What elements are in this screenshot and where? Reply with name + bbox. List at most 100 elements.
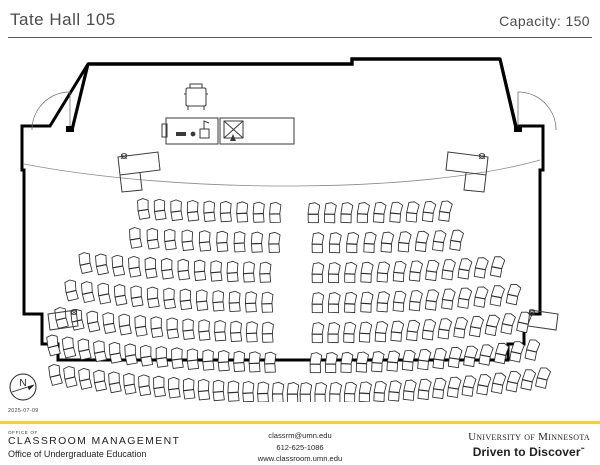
seat: [226, 260, 239, 283]
seat: [390, 320, 405, 342]
seat: [144, 257, 158, 279]
seat: [401, 349, 416, 371]
contact-website[interactable]: www.classroom.umn.edu: [257, 454, 343, 464]
seat: [150, 316, 164, 338]
seat: [299, 382, 313, 402]
seat: [324, 202, 337, 224]
seat: [376, 261, 391, 283]
seat: [78, 368, 93, 390]
contact-email[interactable]: classrm@umn.edu: [268, 431, 332, 440]
seat: [344, 291, 358, 313]
seat: [314, 382, 328, 402]
seat: [509, 341, 525, 363]
seat: [77, 338, 92, 361]
seat: [146, 286, 160, 309]
seat: [95, 253, 109, 276]
seat: [376, 291, 390, 313]
seat: [421, 201, 437, 223]
seat: [346, 232, 360, 254]
seat: [473, 286, 489, 308]
seat: [271, 381, 285, 402]
accessible-rear-left: [47, 308, 79, 331]
seat: [311, 292, 325, 314]
seat: [505, 283, 522, 306]
seat: [54, 307, 69, 329]
seat: [453, 317, 468, 339]
seat: [186, 348, 200, 370]
seat: [484, 314, 500, 336]
seat: [355, 351, 369, 373]
seat: [344, 262, 358, 284]
seat: [198, 319, 211, 341]
seat: [343, 321, 357, 343]
seat: [358, 321, 373, 343]
seat: [257, 381, 270, 402]
seat: [447, 346, 463, 369]
seat: [489, 256, 506, 278]
seat: [212, 290, 225, 312]
seat: [520, 369, 537, 391]
instructor-station: [161, 117, 219, 145]
seat: [245, 321, 258, 343]
seat: [210, 260, 223, 282]
seat: [309, 352, 323, 374]
seat: [311, 322, 325, 344]
seating-chart: [46, 198, 551, 402]
seat: [371, 351, 385, 373]
seat: [311, 232, 325, 254]
seat: [230, 320, 242, 342]
seat: [356, 202, 370, 224]
seat: [128, 255, 142, 278]
accessible-rear-right: [527, 308, 559, 331]
seat: [163, 287, 176, 310]
service-mark-icon: ℠: [580, 447, 586, 453]
projection-screen: [219, 117, 295, 145]
seat: [360, 261, 374, 283]
seat: [441, 259, 456, 281]
seat: [328, 232, 342, 254]
seat-row: [137, 198, 453, 224]
seat: [437, 318, 453, 340]
seat: [478, 344, 494, 366]
seat-row: [129, 227, 464, 254]
seat: [417, 348, 432, 371]
page-header: Tate Hall 105 Capacity: 150: [0, 0, 600, 42]
page-footer: OFFICE OF CLASSROOM MANAGEMENT Office of…: [0, 424, 600, 464]
seat: [196, 289, 209, 311]
seat: [63, 366, 78, 388]
seat: [473, 257, 489, 279]
seat: [340, 351, 354, 373]
seat: [233, 231, 246, 253]
seat: [166, 317, 180, 339]
accessible-front-right: [445, 151, 489, 193]
seat: [186, 200, 200, 222]
seat: [261, 291, 274, 313]
seat: [392, 261, 407, 283]
seat: [155, 346, 169, 368]
seat: [406, 319, 421, 342]
seat: [388, 380, 402, 402]
seat: [311, 262, 325, 284]
seat: [489, 285, 505, 307]
seat: [374, 321, 389, 343]
wall-returns: [70, 58, 518, 131]
seat: [469, 316, 484, 338]
seat: [286, 382, 300, 402]
seat: [130, 285, 144, 308]
seat: [392, 290, 407, 312]
seat: [432, 377, 447, 400]
seat: [146, 227, 160, 250]
seat: [203, 200, 216, 222]
seat: [264, 351, 277, 373]
umn-logo: University of Minnesota Driven to Discov…: [468, 431, 590, 460]
seat: [244, 291, 257, 313]
seat: [414, 230, 429, 252]
seat: [86, 310, 101, 333]
contact-block: classrm@umn.edu 612-625-1086 www.classro…: [0, 430, 600, 465]
seat: [327, 262, 341, 284]
seat: [307, 202, 321, 224]
seat: [446, 376, 462, 398]
footer-divider: [0, 421, 600, 424]
seat: [327, 292, 341, 314]
contact-phone[interactable]: 612-625-1086: [276, 442, 324, 452]
